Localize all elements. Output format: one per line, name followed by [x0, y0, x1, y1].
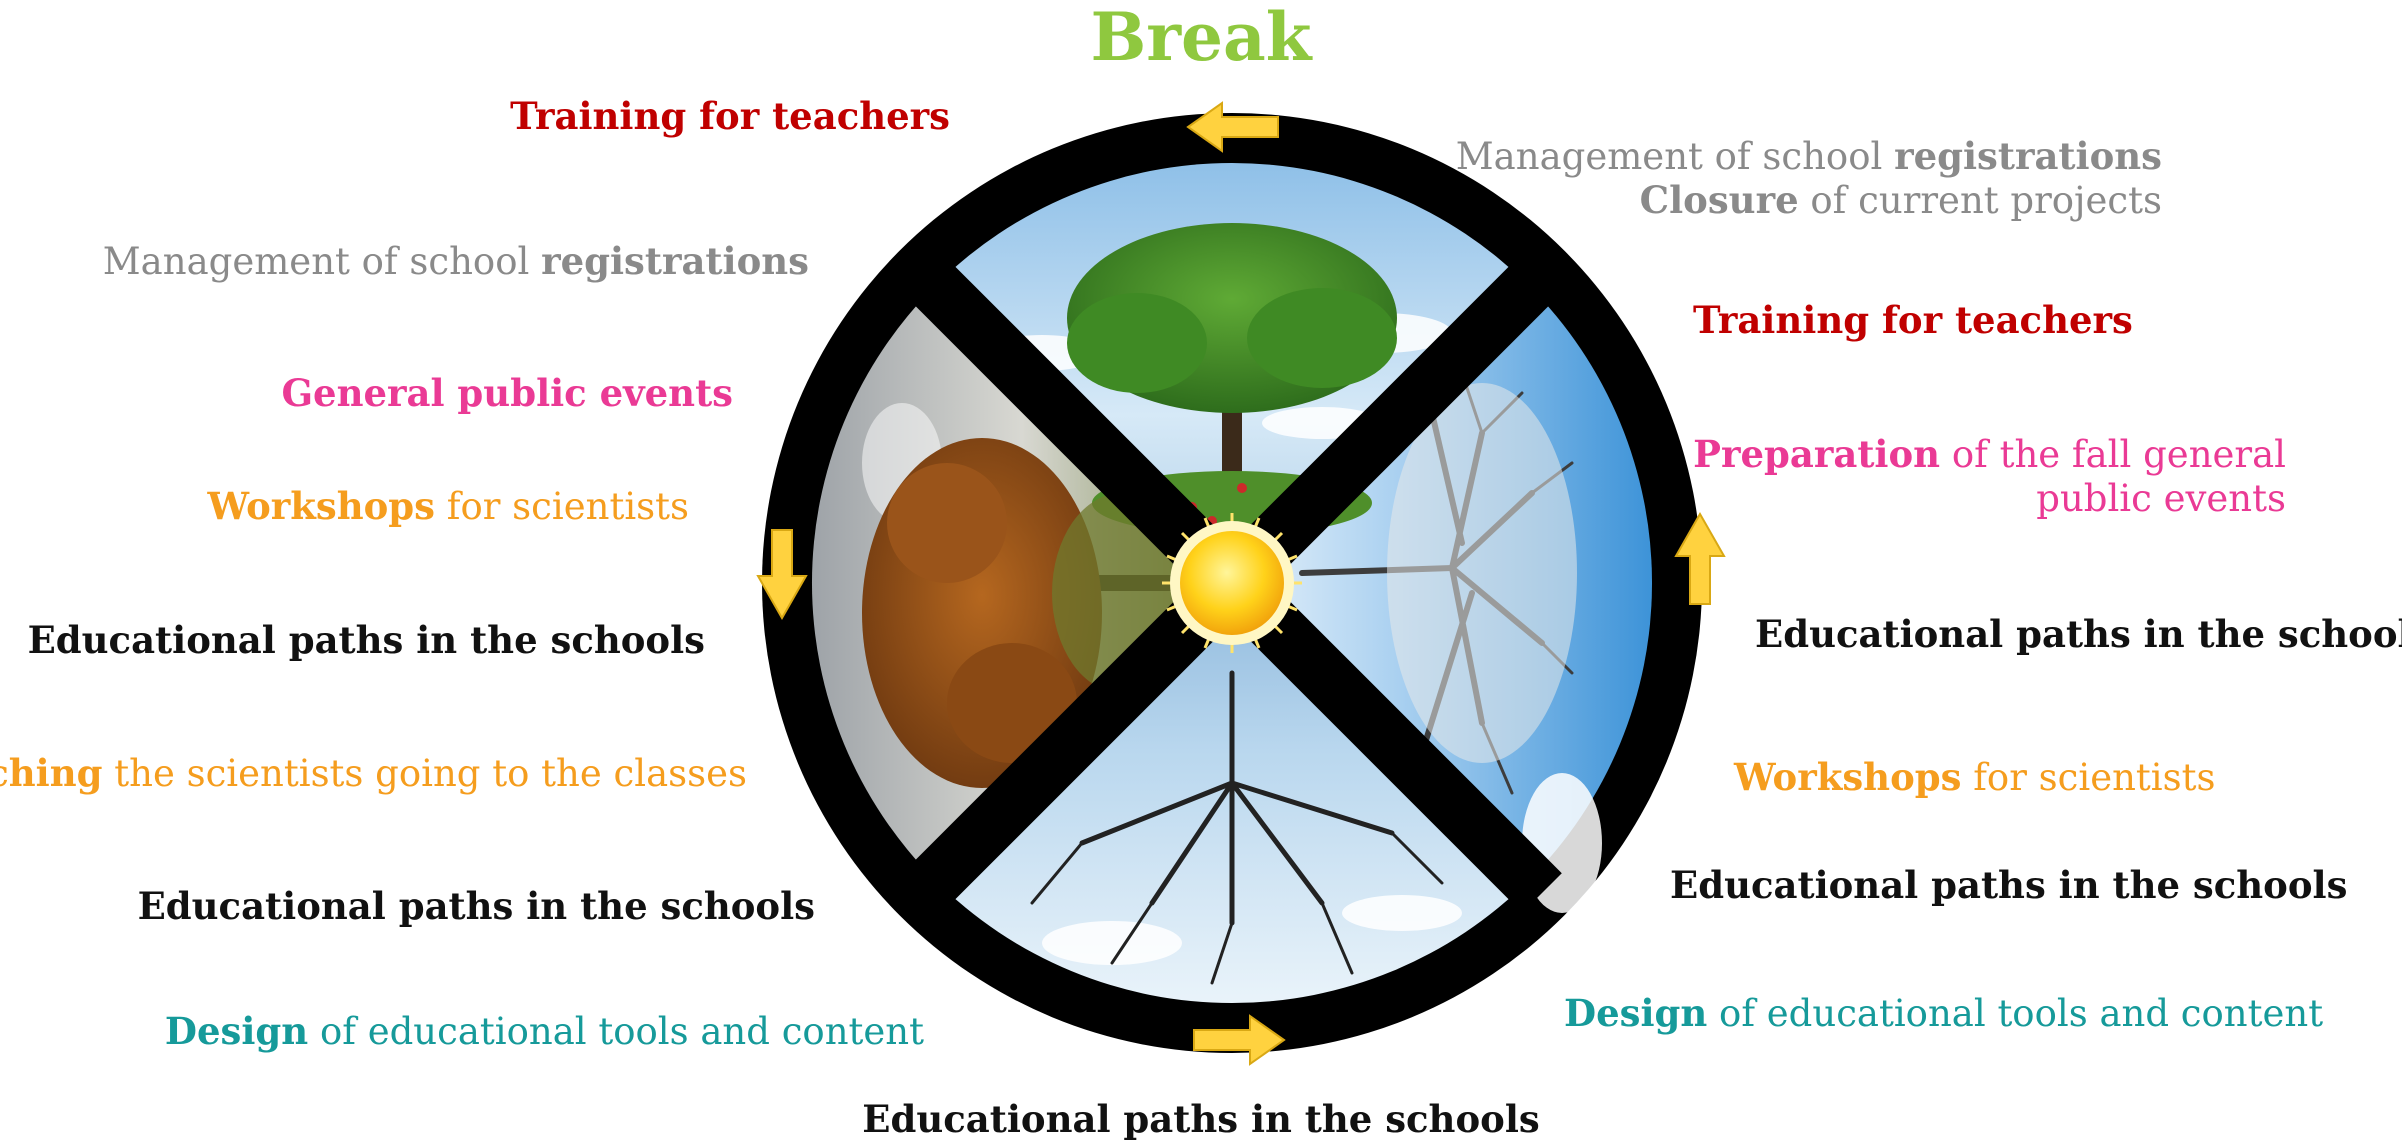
left-workshops: Workshops for scientists: [207, 484, 689, 528]
right-workshops: Workshops for scientists: [1734, 755, 2216, 799]
right-educational-paths-2: Educational paths in the schools: [1670, 863, 2348, 907]
left-public-events: General public events: [281, 371, 733, 415]
arrow-right-bottom: [1193, 1014, 1286, 1066]
left-training-teachers: Training for teachers: [510, 94, 950, 138]
right-closure: Closure of current projects: [1639, 178, 2162, 222]
bottom-educational-paths: Educational paths in the schools: [862, 1097, 1540, 1141]
arrow-left-top: [1186, 101, 1279, 153]
arrow-down-left: [756, 529, 808, 621]
right-preparation-line2: public events: [2036, 477, 2286, 520]
break-title: Break: [1090, 0, 1312, 76]
right-design: Design of educational tools and content: [1564, 991, 2324, 1035]
roots-icon: [1030, 670, 1444, 985]
left-educational-paths-2: Educational paths in the schools: [137, 884, 815, 928]
left-design: Design of educational tools and content: [164, 1009, 924, 1053]
right-registrations: Management of school registrations: [1455, 134, 2162, 178]
right-educational-paths-1: Educational paths in the schools: [1755, 612, 2402, 656]
arrow-up-right: [1674, 511, 1726, 605]
sun-icon: [1162, 513, 1302, 653]
right-training-teachers: Training for teachers: [1693, 298, 2133, 342]
left-coaching: Coaching the scientists going to the cla…: [0, 751, 747, 795]
left-educational-paths-1: Educational paths in the schools: [27, 618, 705, 662]
summer-tree-icon: [1067, 223, 1397, 535]
right-preparation: Preparation of the fall general: [1693, 432, 2286, 476]
left-registrations: Management of school registrations: [102, 239, 809, 283]
